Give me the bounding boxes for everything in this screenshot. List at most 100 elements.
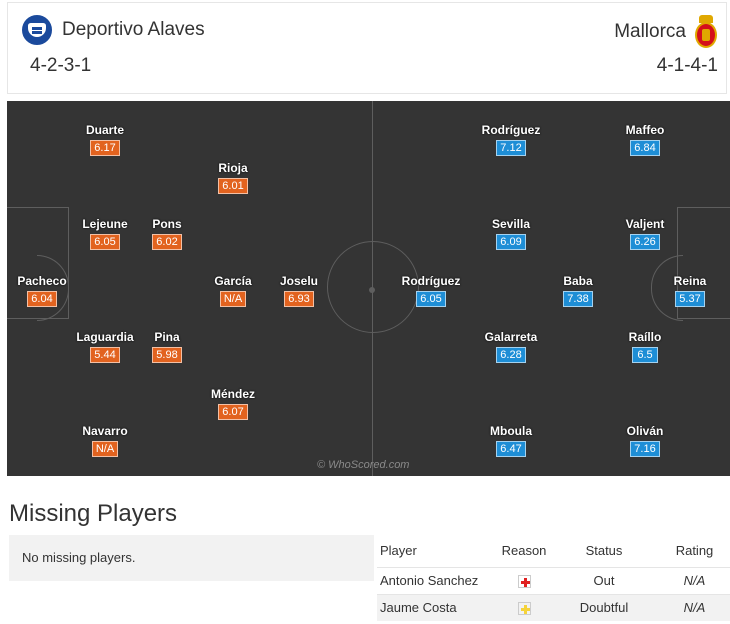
player-away[interactable]: Sevilla 6.09: [471, 217, 551, 250]
player-home[interactable]: Joselu 6.93: [259, 274, 339, 307]
mallorca-crest-icon: [694, 15, 718, 49]
column-header-reason: Reason: [501, 543, 547, 559]
home-missing-panel: No missing players.: [9, 535, 374, 581]
player-name: García: [214, 274, 252, 288]
player-rating: 6.93: [284, 291, 314, 307]
player-rating: 7.16: [630, 441, 660, 457]
player-name: Valjent: [625, 217, 665, 231]
player-rating: 6.47: [496, 441, 526, 457]
player-name: Joselu: [279, 274, 318, 288]
player-away[interactable]: Baba 7.38: [538, 274, 618, 307]
player-home[interactable]: Pons 6.02: [127, 217, 207, 250]
center-circle: [327, 241, 419, 333]
table-row: Jaume Costa Doubtful N/A: [377, 593, 730, 621]
player-name: Pacheco: [17, 274, 67, 288]
alaves-crest-icon: [22, 15, 52, 45]
column-header-status: Status: [585, 543, 623, 559]
player-home[interactable]: Pina 5.98: [127, 330, 207, 363]
player-rating: 6.04: [27, 291, 57, 307]
missing-reason: [499, 593, 549, 621]
player-away[interactable]: Mboula 6.47: [471, 424, 551, 457]
player-away[interactable]: Rodríguez 6.05: [391, 274, 471, 307]
player-away[interactable]: Oliván 7.16: [605, 424, 685, 457]
missing-rating: N/A: [659, 566, 730, 594]
player-name: Oliván: [626, 424, 664, 438]
watermark: © WhoScored.com: [317, 459, 410, 471]
home-team[interactable]: Deportivo Alaves: [22, 15, 205, 45]
center-spot: [369, 287, 375, 293]
player-name: Rioja: [218, 161, 248, 175]
missing-status: Doubtful: [549, 593, 659, 621]
player-name: Pina: [154, 330, 180, 344]
player-rating: 6.02: [152, 234, 182, 250]
player-rating: 7.38: [563, 291, 593, 307]
no-missing-message: No missing players.: [22, 550, 136, 565]
missing-rating: N/A: [659, 593, 730, 621]
doubtful-cross-icon: [517, 602, 531, 616]
column-header-player: Player: [380, 543, 417, 559]
missing-player-name[interactable]: Jaume Costa: [377, 593, 499, 621]
away-formation: 4-1-4-1: [656, 55, 718, 76]
player-rating: 6.28: [496, 347, 526, 363]
injury-cross-icon: [517, 575, 531, 589]
missing-status: Out: [549, 566, 659, 594]
player-away[interactable]: Galarreta 6.28: [471, 330, 551, 363]
table-row: Antonio Sanchez Out N/A: [377, 566, 730, 594]
player-away[interactable]: Valjent 6.26: [605, 217, 685, 250]
home-team-name[interactable]: Deportivo Alaves: [62, 19, 205, 40]
player-name: Pons: [152, 217, 182, 231]
player-home[interactable]: Rioja 6.01: [193, 161, 273, 194]
player-home[interactable]: Pacheco 6.04: [7, 274, 82, 307]
missing-players-table: Player Reason Status Rating Antonio Sanc…: [377, 535, 730, 621]
player-rating: 7.12: [496, 140, 526, 156]
player-name: Lejeune: [82, 217, 128, 231]
player-name: Reina: [673, 274, 707, 288]
player-name: Laguardia: [76, 330, 134, 344]
player-rating: 5.98: [152, 347, 182, 363]
pitch: Duarte 6.17 Rioja 6.01 Lejeune 6.05 Pons 6.0…: [7, 101, 730, 476]
away-team-name[interactable]: Mallorca: [614, 21, 686, 42]
away-team[interactable]: Mallorca: [614, 15, 718, 49]
match-header: Deportivo Alaves 4-2-3-1 Mallorca 4-1-4-…: [7, 2, 727, 94]
player-name: Mboula: [490, 424, 532, 438]
player-name: Baba: [563, 274, 593, 288]
player-rating: 6.5: [632, 347, 658, 363]
player-rating: N/A: [91, 441, 119, 457]
player-away[interactable]: Raíllo 6.5: [605, 330, 685, 363]
player-name: Rodríguez: [401, 274, 461, 288]
player-rating: 6.05: [90, 234, 120, 250]
player-rating: 5.37: [675, 291, 705, 307]
player-rating: 6.17: [90, 140, 120, 156]
player-name: Navarro: [82, 424, 128, 438]
player-home[interactable]: Duarte 6.17: [65, 123, 145, 156]
player-rating: 6.07: [218, 404, 248, 420]
player-name: Raíllo: [628, 330, 662, 344]
player-name: Galarreta: [484, 330, 538, 344]
player-away[interactable]: Rodríguez 7.12: [471, 123, 551, 156]
player-home[interactable]: Méndez 6.07: [193, 387, 273, 420]
home-formation: 4-2-3-1: [30, 55, 92, 76]
player-rating: 6.26: [630, 234, 660, 250]
player-name: Duarte: [85, 123, 124, 137]
player-home[interactable]: Laguardia 5.44: [65, 330, 145, 363]
player-name: Maffeo: [625, 123, 665, 137]
player-rating: 6.84: [630, 140, 660, 156]
player-away[interactable]: Reina 5.37: [650, 274, 730, 307]
missing-player-name[interactable]: Antonio Sanchez: [377, 566, 499, 594]
player-home[interactable]: Lejeune 6.05: [65, 217, 145, 250]
player-name: Rodríguez: [481, 123, 541, 137]
player-name: Méndez: [210, 387, 255, 401]
player-rating: 5.44: [90, 347, 120, 363]
table-header-row: Player Reason Status Rating: [377, 535, 730, 567]
player-rating: 6.01: [218, 178, 248, 194]
column-header-rating: Rating: [675, 543, 714, 559]
player-rating: 6.05: [416, 291, 446, 307]
missing-reason: [499, 566, 549, 594]
player-rating: N/A: [219, 291, 247, 307]
player-rating: 6.09: [496, 234, 526, 250]
player-away[interactable]: Maffeo 6.84: [605, 123, 685, 156]
missing-players-title: Missing Players: [9, 500, 178, 527]
player-name: Sevilla: [491, 217, 531, 231]
